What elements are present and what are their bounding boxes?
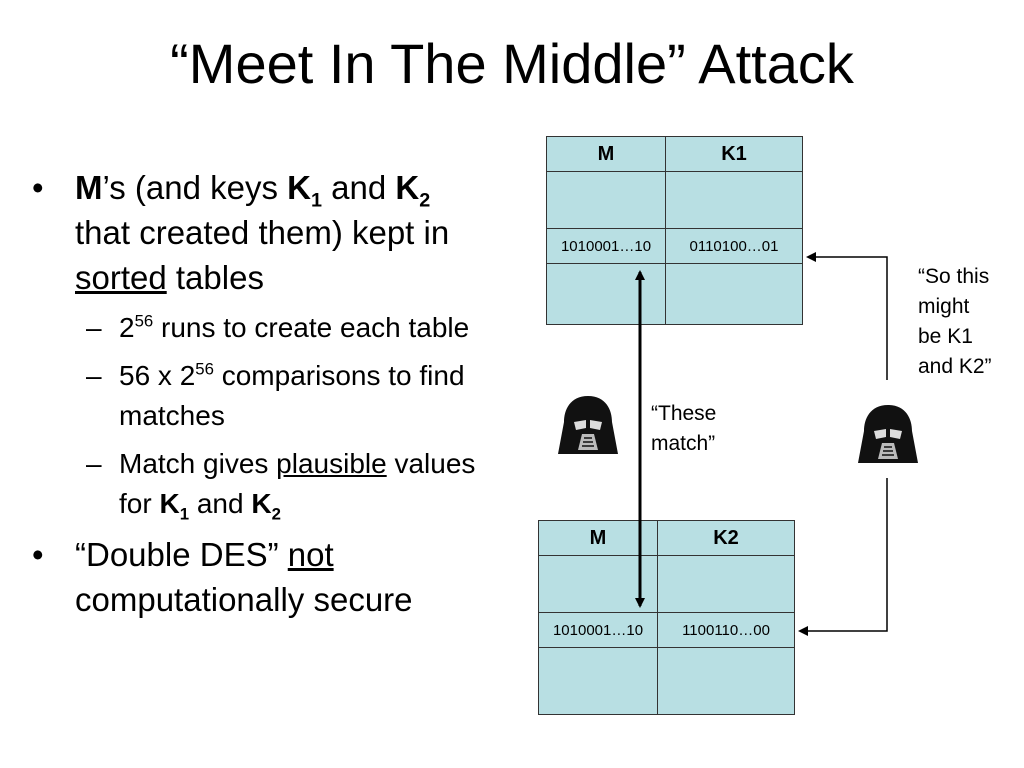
- note-line: “So this: [918, 265, 990, 288]
- m-value-cell: 1010001…10: [546, 228, 666, 264]
- text: “Double DES”: [75, 536, 288, 573]
- text: 2: [119, 312, 135, 343]
- empty-cell: [546, 263, 666, 325]
- empty-cell: [546, 171, 666, 229]
- underlined-plausible: plausible: [276, 448, 387, 479]
- text: tables: [166, 259, 264, 296]
- superscript: 56: [195, 359, 214, 379]
- superscript: 56: [134, 311, 154, 331]
- empty-cell: [538, 647, 658, 715]
- subscript: 2: [419, 189, 431, 212]
- table-row: [546, 171, 803, 229]
- text: runs to create each table: [153, 312, 470, 343]
- note-line: match”: [651, 432, 716, 455]
- darth-vader-icon: [558, 396, 618, 454]
- sub-bullet-runs: – 256 runs to create each table: [30, 308, 480, 348]
- sub-bullet-match: – Match gives plausible values for K1 an…: [30, 444, 480, 524]
- these-match-note: “These match”: [651, 399, 716, 459]
- underlined-sorted: sorted: [75, 259, 167, 296]
- table-row: [546, 263, 803, 325]
- dash-icon: –: [86, 360, 102, 391]
- table-m-k2: M K2 1010001…10 1100110…00: [538, 520, 795, 715]
- bullet-double-des: • “Double DES” not computationally secur…: [30, 532, 480, 622]
- table-header-row: M K2: [538, 520, 795, 556]
- header-k1: K1: [665, 136, 803, 172]
- slide-title: “Meet In The Middle” Attack: [170, 32, 854, 95]
- empty-cell: [657, 647, 795, 715]
- header-m: M: [546, 136, 666, 172]
- subscript: 1: [311, 189, 323, 212]
- text: ’s (and keys: [102, 169, 288, 206]
- so-this-might-note: “So this might be K1 and K2”: [918, 262, 992, 382]
- underlined-not: not: [287, 536, 334, 573]
- table-row-match: 1010001…10 0110100…01: [546, 228, 803, 264]
- note-line: and K2”: [918, 355, 992, 378]
- k2-value-cell: 1100110…00: [657, 612, 795, 648]
- key-label: K: [287, 169, 311, 206]
- text: comparisons to find matches: [119, 360, 465, 431]
- m-label: M: [75, 169, 103, 206]
- text: and: [189, 488, 252, 519]
- dash-icon: –: [86, 312, 102, 343]
- table-row: [538, 647, 795, 715]
- bracket-arrow-k2: [798, 478, 888, 636]
- m-value-cell: 1010001…10: [538, 612, 658, 648]
- sub-bullet-comparisons: – 56 x 256 comparisons to find matches: [30, 356, 480, 436]
- table-m-k1: M K1 1010001…10 0110100…01: [546, 136, 803, 325]
- text: and: [322, 169, 396, 206]
- empty-cell: [657, 555, 795, 613]
- bullet-dot-icon: •: [32, 536, 44, 573]
- table-row-match: 1010001…10 1100110…00: [538, 612, 795, 648]
- bullet-list: • M’s (and keys K1 and K2 that created t…: [30, 165, 480, 630]
- text: values for: [119, 448, 476, 519]
- dash-icon: –: [86, 448, 102, 479]
- k1-value-cell: 0110100…01: [665, 228, 803, 264]
- empty-cell: [665, 171, 803, 229]
- text: computationally secure: [75, 581, 413, 618]
- subscript: 1: [179, 504, 190, 524]
- note-line: be K1: [918, 325, 973, 348]
- text: Match gives: [119, 448, 277, 479]
- note-line: “These: [651, 402, 717, 425]
- empty-cell: [665, 263, 803, 325]
- key-label: K: [251, 488, 272, 519]
- key-label: K: [159, 488, 180, 519]
- table-header-row: M K1: [546, 136, 803, 172]
- bullet-sorted-tables: • M’s (and keys K1 and K2 that created t…: [30, 165, 480, 300]
- key-label: K: [395, 169, 420, 206]
- bracket-arrow-k1: [806, 252, 888, 380]
- text: 56 x 2: [119, 360, 196, 391]
- bullet-dot-icon: •: [32, 169, 44, 206]
- note-line: might: [918, 295, 970, 318]
- subscript: 2: [271, 504, 281, 524]
- header-k2: K2: [657, 520, 795, 556]
- darth-vader-icon: [858, 405, 918, 463]
- text: that created them) kept in: [75, 214, 450, 251]
- table-row: [538, 555, 795, 613]
